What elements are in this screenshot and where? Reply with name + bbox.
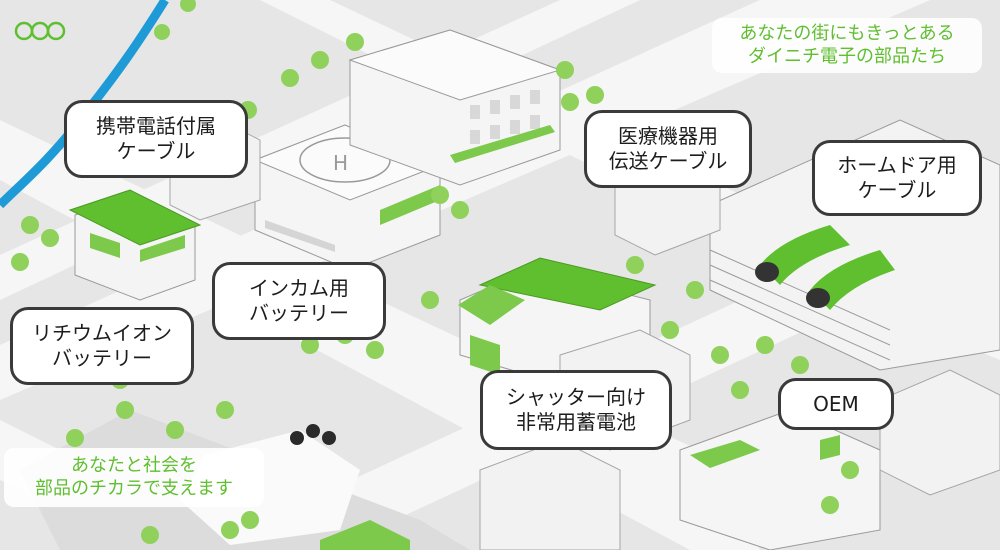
svg-text:H: H [333,151,348,175]
callout-label: ケーブル [857,178,937,202]
tagline-bottom-left: あなたと社会を 部品のチカラで支えます [4,448,264,507]
building-hospital [348,29,562,225]
callout-label: バッテリー [52,346,152,370]
tagline-line: 部品のチカラで支えます [35,478,233,500]
callout-label: OEM [813,391,859,416]
callout-label: 携帯電話付属 [96,114,216,138]
callout-label: バッテリー [249,301,349,325]
tires [290,424,336,445]
callout-medical-cable[interactable]: 医療機器用 伝送ケーブル [584,110,752,188]
tagline-top-right: あなたの街にもきっとある ダイニチ電子の部品たち [712,18,982,73]
callout-platform-door-cable[interactable]: ホームドア用 ケーブル [812,140,982,216]
company-logo [14,21,66,41]
park-roof [320,520,410,550]
callout-label: インカム用 [249,276,349,300]
callout-label: 伝送ケーブル [608,149,728,173]
callout-label: リチウムイオン [32,321,172,345]
building-mobile-shop [68,189,202,301]
tagline-line: ダイニチ電子の部品たち [748,46,946,68]
callout-label: ケーブル [116,139,196,163]
callout-oem[interactable]: OEM [778,378,894,430]
tagline-line: あなたと社会を [71,455,197,476]
callout-shutter-battery[interactable]: シャッター向け 非常用蓄電池 [480,370,672,450]
callout-intercom-battery[interactable]: インカム用 バッテリー [212,262,386,340]
tagline-line: あなたの街にもきっとある [739,23,955,44]
callout-lithium-ion-battery[interactable]: リチウムイオン バッテリー [10,307,194,385]
callout-mobile-cable[interactable]: 携帯電話付属 ケーブル [64,100,248,178]
callout-label: 非常用蓄電池 [516,410,636,434]
callout-label: 医療機器用 [618,124,718,148]
building-factory [679,409,881,550]
callout-label: シャッター向け [506,385,646,409]
callout-label: ホームドア用 [837,153,957,177]
